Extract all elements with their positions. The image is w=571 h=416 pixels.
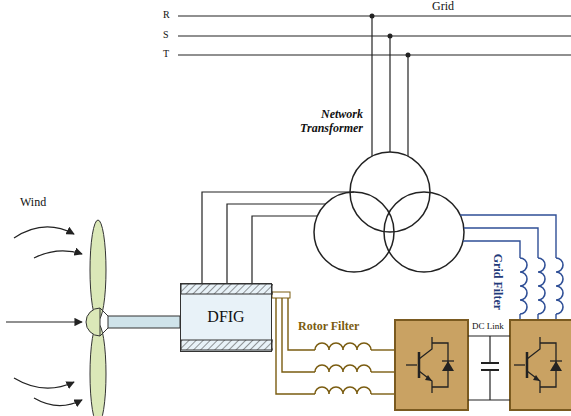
rotor-filter-inductor — [315, 387, 371, 394]
capacitor-plate — [481, 369, 499, 371]
grid-title-text: Grid — [432, 0, 454, 13]
igbt-emitter — [527, 371, 540, 393]
rotor-wire — [276, 298, 315, 394]
junction-dot — [388, 34, 393, 39]
grid-filter-label-text: Grid Filter — [491, 254, 505, 310]
transformer-label: Network Transformer — [285, 108, 363, 136]
wind-label-text: Wind — [20, 195, 46, 209]
wind-arrow — [34, 251, 82, 258]
diode-bar — [442, 360, 454, 361]
turbine-blade — [90, 324, 106, 416]
igbt-channel — [526, 352, 529, 378]
dc-link-label: DC Link — [472, 321, 504, 331]
turbine-hub — [86, 308, 100, 336]
diode-bar — [550, 360, 562, 361]
rotor-terminal — [272, 292, 290, 298]
wind-arrow — [14, 227, 74, 238]
igbt-gate — [514, 364, 525, 365]
junction-dot — [370, 14, 375, 19]
dc-link-label-text: DC Link — [472, 321, 504, 331]
rotor-wire — [282, 298, 315, 372]
grid-phase-line — [178, 54, 571, 55]
phase-name-text: R — [163, 9, 170, 20]
stator-hatch — [181, 340, 273, 350]
rotor-side-converter — [395, 320, 468, 410]
igbt-symbol — [406, 337, 454, 393]
rotor-filter-inductor — [315, 343, 371, 350]
rotor-filter-label: Rotor Filter — [298, 320, 359, 334]
rotor-wire — [371, 393, 395, 394]
igbt-collector — [419, 337, 432, 359]
rotor-wire — [371, 349, 395, 350]
wind-arrow — [14, 378, 74, 388]
igbt-collector — [527, 337, 540, 359]
grid-filter-inductor — [556, 258, 563, 314]
phase-name-text: S — [163, 29, 169, 40]
grid-title: Grid — [432, 0, 454, 14]
phase-name: T — [163, 48, 169, 60]
phase-name: S — [163, 29, 169, 41]
dc-link-wire — [468, 335, 510, 336]
igbt-arrow — [533, 375, 540, 381]
capacitor-plate — [481, 362, 499, 364]
igbt-symbol — [514, 337, 562, 393]
transformer-winding — [384, 192, 464, 272]
grid-side-converter — [510, 320, 571, 410]
igbt-arrow — [425, 375, 432, 381]
wind-arrow — [34, 398, 82, 406]
rotor-wire — [371, 371, 395, 372]
transformer-winding — [314, 192, 394, 272]
wind-arrow — [6, 321, 82, 322]
generator-label: DFIG — [207, 308, 244, 326]
turbine-blade — [90, 220, 106, 320]
turbine-shaft — [108, 316, 180, 328]
generator-box: DFIG — [180, 283, 272, 352]
igbt-channel — [418, 352, 421, 378]
grid-phase-line — [178, 35, 571, 36]
grid-filter-inductor — [538, 258, 545, 314]
transformer-label-text: Network Transformer — [300, 107, 363, 135]
hub-edge — [100, 328, 108, 336]
grid-filter-inductor — [520, 258, 527, 314]
stator-hatch — [181, 284, 273, 294]
grid-filter-label: Grid Filter — [490, 254, 504, 310]
rotor-filter-inductor — [315, 365, 371, 372]
grid-filter-wire — [460, 215, 556, 258]
stator-wire — [202, 192, 354, 283]
dc-link-wire — [489, 336, 490, 363]
diode-wire — [540, 343, 556, 387]
transformer-primary-wire — [389, 36, 390, 152]
wind-label: Wind — [20, 196, 46, 210]
dc-link-wire — [468, 399, 510, 400]
phase-name-text: T — [163, 48, 169, 59]
hub-edge — [100, 308, 108, 316]
diode-triangle — [442, 361, 454, 371]
transformer-primary-wire — [371, 16, 372, 156]
junction-dot — [406, 53, 411, 58]
igbt-gate — [406, 364, 417, 365]
grid-filter-wire — [464, 228, 538, 258]
transformer-primary-wire — [407, 55, 408, 156]
dc-link-wire — [489, 370, 490, 400]
igbt-emitter — [419, 371, 432, 393]
stator-wire — [227, 204, 325, 283]
stator-wire — [252, 216, 317, 283]
diode-triangle — [550, 361, 562, 371]
rotor-filter-label-text: Rotor Filter — [298, 319, 359, 333]
phase-name: R — [163, 9, 170, 21]
